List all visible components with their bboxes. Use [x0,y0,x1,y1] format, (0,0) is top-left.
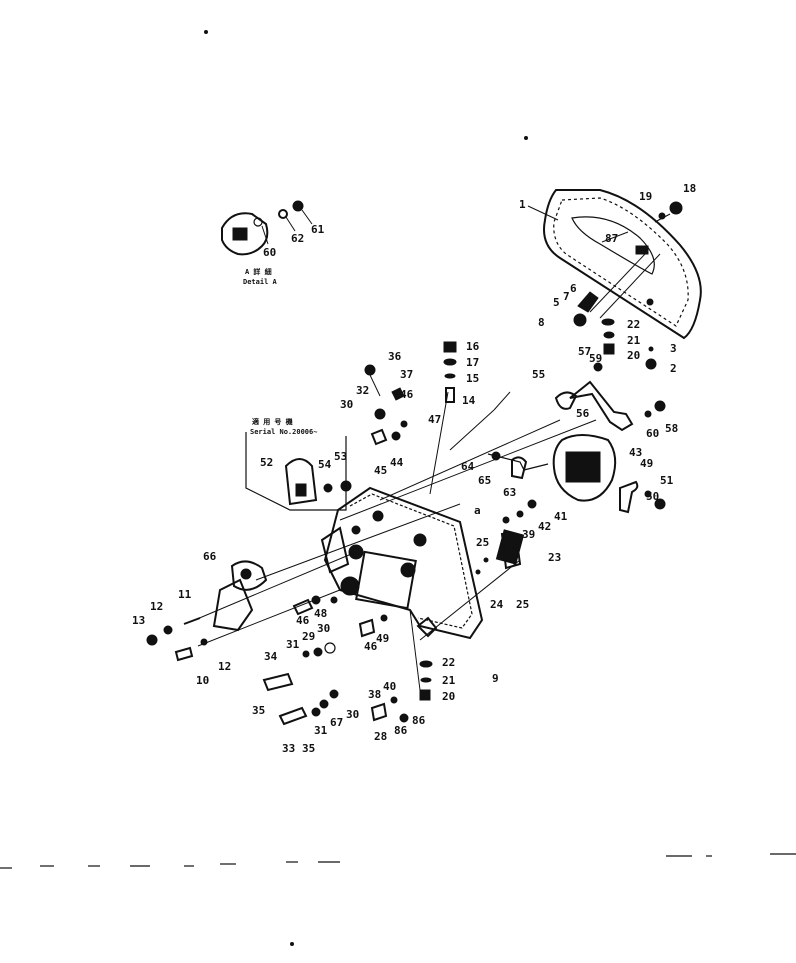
callout: 10 [196,674,209,687]
callout: 21 [627,334,641,347]
callout: 36 [388,350,402,363]
bracket-53-drawing [245,432,352,511]
callout: 34 [264,650,278,663]
scan-artifacts [0,30,796,946]
leader-lines [189,253,661,691]
callout: 39 [522,528,535,541]
callout: 11 [178,588,192,601]
detail-a-label-cjk: A 詳 細 [245,267,272,276]
callout: 16 [466,340,480,353]
callout: 47 [428,413,441,426]
callout: 50 [646,490,659,503]
callout: 46 [296,614,310,627]
callout: 37 [400,368,413,381]
detail-a-label: Detail A [243,278,278,286]
callout: 87 [605,232,618,245]
callout: 41 [554,510,568,523]
callout: 23 [548,551,561,564]
callout: 46 [400,388,414,401]
callout: 49 [376,632,389,645]
callout: 60 [263,246,276,259]
callout: 13 [132,614,145,627]
callout: 20 [627,349,640,362]
callout: 29 [302,630,315,643]
callout: 22 [627,318,640,331]
callout: 44 [390,456,404,469]
callout: 31 [286,638,300,651]
callout-labels: 1 2 3 5 6 7 8 9 10 11 12 12 13 14 15 16 … [132,182,696,755]
callout: 2 [670,362,677,375]
callout: 54 [318,458,332,471]
callout: 56 [576,407,590,420]
callout: 12 [150,600,163,613]
callout: 20 [442,690,455,703]
callout: 15 [466,372,479,385]
callout: 40 [383,680,396,693]
callout: 57 [578,345,591,358]
serial-note-label: Serial No.20006~ [250,428,317,436]
callout: 22 [442,656,455,669]
callout: 17 [466,356,479,369]
callout: 52 [260,456,273,469]
callout: 46 [364,640,378,653]
detail-a-drawing [221,200,313,256]
callout: 7 [563,290,570,303]
filter-67-drawing [212,560,268,632]
callout: 9 [492,672,499,685]
callout: 30 [317,622,330,635]
callout: 42 [538,520,551,533]
callout: 65 [478,474,491,487]
main-plate-drawing [320,486,525,640]
callout: 45 [374,464,387,477]
callout: 21 [442,674,456,687]
callout: 67 [330,716,343,729]
serial-note-label-cjk: 適 用 号 機 [252,417,293,426]
callout: 38 [368,688,381,701]
oil-pan-drawing [527,189,702,370]
callout: 25 [476,536,489,549]
callout: 86 [412,714,426,727]
callout: 64 [461,460,475,473]
callout: 35 [302,742,315,755]
callout: 28 [374,730,387,743]
callout: 5 [553,296,560,309]
callout: 24 [490,598,504,611]
oil-pump-assembly-drawing [487,362,666,514]
callout: 33 [282,742,295,755]
callout: 49 [640,457,653,470]
callout: 53 [334,450,347,463]
callout: 1 [519,198,526,211]
callout: 51 [660,474,674,487]
callout: 35 [252,704,265,717]
callout: 86 [394,724,408,737]
callout: 58 [665,422,678,435]
callout: 48 [314,607,327,620]
callout: 25 [516,598,529,611]
callout: 30 [346,708,359,721]
callout: 62 [291,232,304,245]
callout: 59 [589,352,602,365]
callout: 66 [203,550,217,563]
callout: 8 [538,316,545,329]
callout: 19 [639,190,652,203]
callout: a [474,504,481,517]
callout: 18 [683,182,696,195]
callout: 3 [670,342,677,355]
callout: 32 [356,384,369,397]
callout: 12 [218,660,231,673]
callout: 31 [314,724,328,737]
callout: 61 [311,223,325,236]
hardware-pieces [146,341,537,726]
callout: 14 [462,394,476,407]
callout: 6 [570,282,577,295]
callout: 63 [503,486,516,499]
callout: 55 [532,368,545,381]
callout: 30 [340,398,353,411]
callout: 60 [646,427,659,440]
callout: 43 [629,446,642,459]
